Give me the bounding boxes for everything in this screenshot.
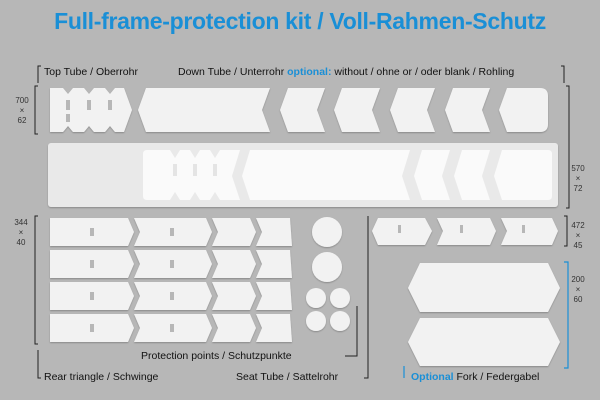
- top-tube-strip: [50, 88, 548, 132]
- fork-bracket: [564, 261, 569, 369]
- fork-optional-label: Optional: [411, 371, 454, 383]
- page-title: Full-frame-protection kit / Voll-Rahmen-…: [54, 8, 546, 34]
- rear-triangle-dimension: 344×40: [14, 218, 28, 247]
- fork-dimension: 200×60: [571, 275, 585, 304]
- rear-triangle-label: Rear triangle / Schwinge: [44, 371, 159, 383]
- down-tube-label-text: Down Tube / Unterrohr: [178, 66, 285, 78]
- rear-triangle-strips: [50, 218, 292, 342]
- protection-points: [306, 217, 350, 331]
- fork-label-text: Fork / Federgabel: [456, 371, 540, 383]
- seat-tube-label: Seat Tube / Sattelrohr: [236, 371, 339, 383]
- seat-tube-dimension: 472×45: [571, 221, 585, 250]
- seat-tube-strip: [372, 218, 558, 245]
- protection-points-label: Protection points / Schutzpunkte: [141, 350, 292, 362]
- brackets: [34, 65, 570, 379]
- down-tube-right-dimension: 570×72: [571, 164, 585, 193]
- optional-description: without / ohne or / oder blank / Rohling: [334, 66, 515, 78]
- fork-pieces: [408, 263, 560, 366]
- rear-triangle-strip: [50, 218, 292, 246]
- fork-label: Optional Fork / Federgabel: [411, 371, 539, 383]
- top-tube-dimension: 700×62: [15, 96, 29, 125]
- down-tube-label: Down Tube / Unterrohr optional: without …: [178, 66, 514, 78]
- top-tube-label: Top Tube / Oberrohr: [44, 66, 138, 78]
- down-tube-strip: [48, 143, 558, 207]
- optional-label: optional:: [287, 66, 332, 78]
